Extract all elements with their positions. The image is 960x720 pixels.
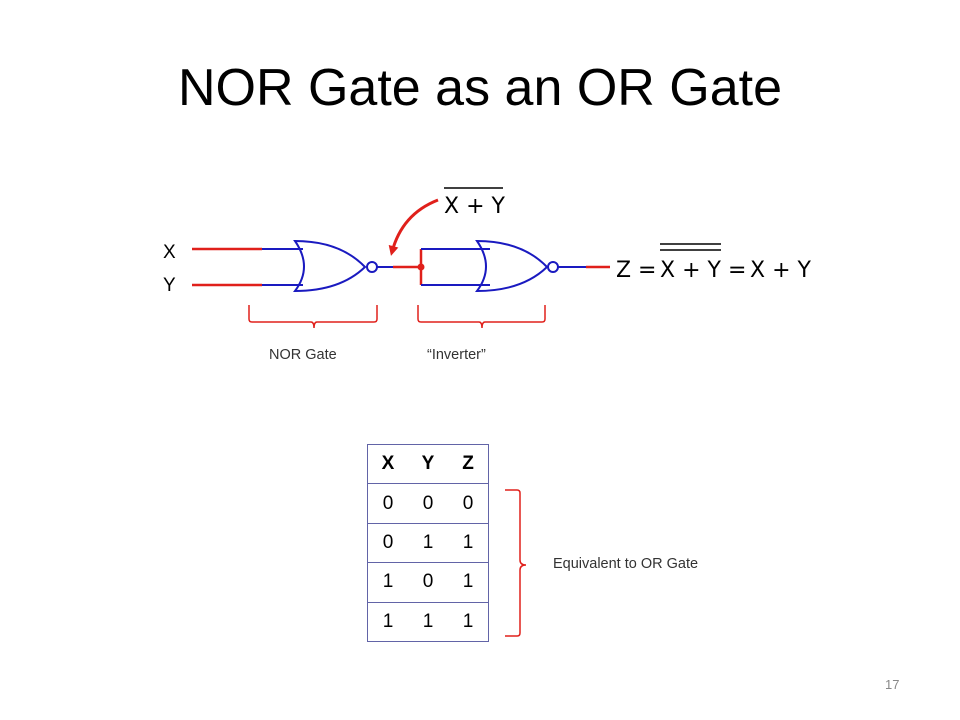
table-cell: 0 xyxy=(367,522,408,564)
nor-gate-brace xyxy=(248,305,378,329)
simplified-term: X + Y xyxy=(750,258,811,283)
annotation-expression: X + Y xyxy=(444,187,505,219)
page-number: 17 xyxy=(885,677,900,692)
table-row: 1 0 1 xyxy=(367,562,489,603)
table-cell: 1 xyxy=(448,562,489,603)
input-y-label: Y xyxy=(163,275,176,296)
table-cell: 0 xyxy=(448,483,489,524)
equivalent-label: Equivalent to OR Gate xyxy=(553,556,699,572)
table-cell: 0 xyxy=(408,483,448,524)
output-expression: Z = X + Y = X + Y xyxy=(616,243,811,283)
truth-table-brace xyxy=(505,489,527,637)
inverter-brace xyxy=(417,305,546,329)
table-row: 0 0 0 xyxy=(367,483,489,524)
table-cell: 0 xyxy=(408,562,448,603)
connection-wire xyxy=(377,248,490,286)
double-negated-term: X + Y xyxy=(660,258,721,283)
table-cell: 1 xyxy=(367,601,408,642)
output-z-label: Z xyxy=(616,258,631,283)
truth-table-header: X Y Z xyxy=(367,443,489,485)
table-cell: 1 xyxy=(408,601,448,642)
table-cell: 1 xyxy=(448,522,489,564)
table-row: 1 1 1 xyxy=(367,601,489,642)
nor-gate-label: NOR Gate xyxy=(269,347,337,363)
inverter-label: “Inverter” xyxy=(427,347,486,363)
header-x: X xyxy=(367,443,408,485)
annotation-expr-text: X + Y xyxy=(444,194,505,219)
annotation-arrow xyxy=(388,198,439,256)
header-y: Y xyxy=(408,443,448,485)
table-cell: 0 xyxy=(367,483,408,524)
truth-table: X Y Z 0 0 0 0 1 1 1 0 1 1 1 1 xyxy=(367,443,489,642)
table-row: 0 1 1 xyxy=(367,522,489,564)
slide-title: NOR Gate as an OR Gate xyxy=(177,59,783,117)
equals-sign-2: = xyxy=(728,258,746,283)
table-cell: 1 xyxy=(408,522,448,564)
equals-sign-1: = xyxy=(638,258,656,283)
table-cell: 1 xyxy=(448,601,489,642)
input-x-label: X xyxy=(163,242,176,263)
table-cell: 1 xyxy=(367,562,408,603)
junction-dot xyxy=(417,263,425,271)
header-z: Z xyxy=(448,443,489,485)
nor-gate-1 xyxy=(293,239,378,293)
